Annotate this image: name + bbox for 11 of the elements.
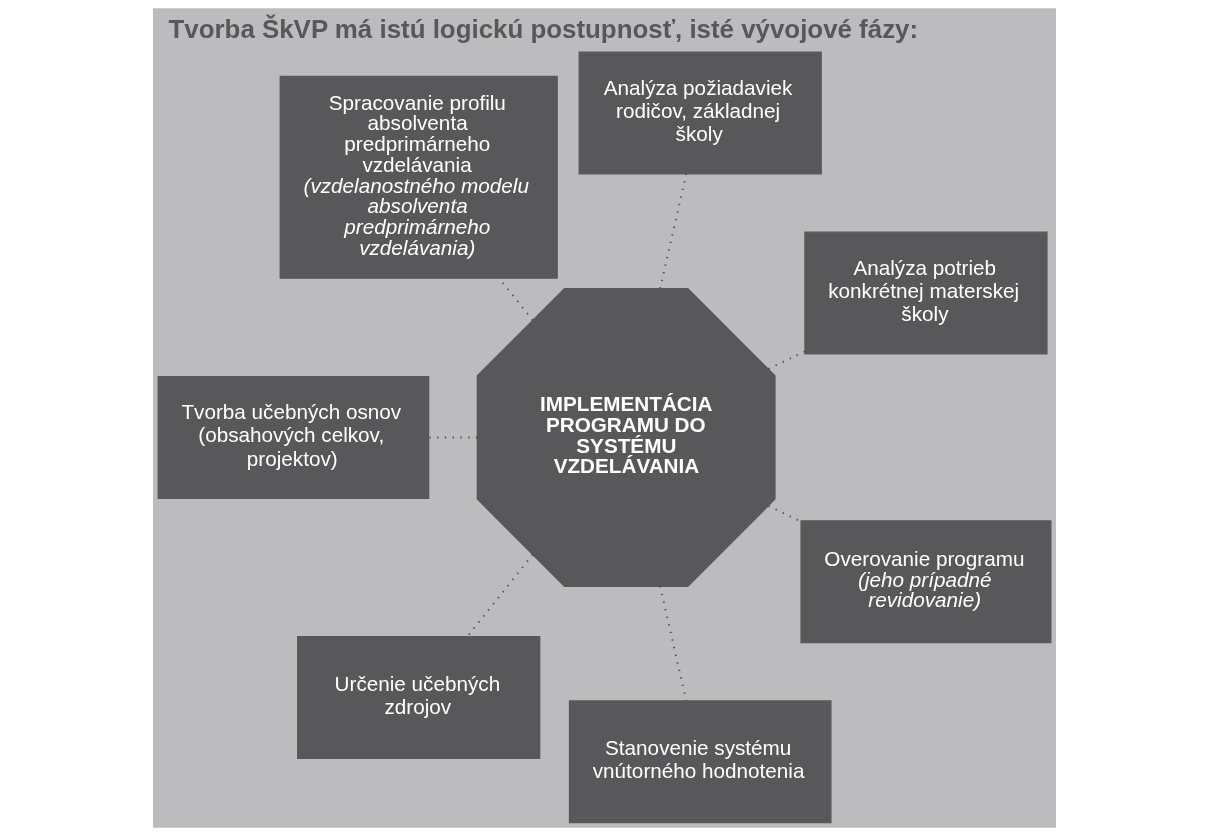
node-box: Analýza potrieb konkrétnej materskej školy <box>803 231 1048 355</box>
connector <box>658 172 687 290</box>
diagram-title: Tvorba ŠkVP má istú logickú postupnosť, isté vývojové fázy: <box>168 14 918 43</box>
node-box: Overovanie programu (jeho prípadné revidovanie) <box>799 520 1051 644</box>
connector <box>767 350 806 370</box>
connector <box>658 585 687 702</box>
node-box: Určenie učebných zdrojov <box>296 636 540 760</box>
node-box: Analýza požiadaviek rodičov, základnej školy <box>578 51 822 175</box>
node-box: Tvorba učebných osnov (obsahových celkov, projektov) <box>157 375 429 499</box>
node-box: Spracovanie profilu absolventa predprimárneho vzdelávania (vzdelanostného modelu absolventa predprimárneho vzdelávania) <box>279 75 558 279</box>
node-box: Stanovenie systému vnútorného hodnotenia <box>568 700 832 824</box>
